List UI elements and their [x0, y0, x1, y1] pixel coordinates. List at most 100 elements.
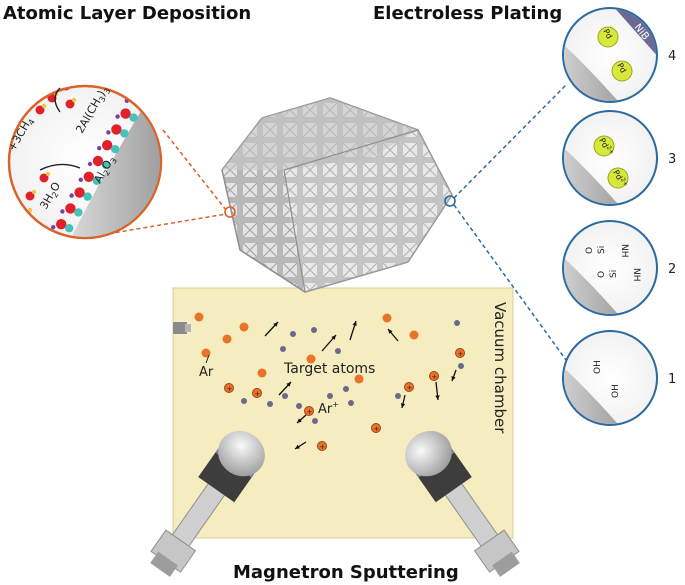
ion-plus: + [407, 384, 413, 392]
o-atom [92, 176, 102, 185]
ion-plus: + [374, 425, 380, 433]
target-atom [395, 393, 401, 399]
h-atom [68, 80, 72, 84]
magnetron-right [405, 430, 520, 577]
siloxane-o: O [585, 247, 595, 254]
precursor-atom [25, 191, 35, 201]
arrow-head [295, 444, 300, 449]
target-atom [312, 418, 318, 424]
ar-atom [201, 348, 211, 358]
al-atom [74, 187, 85, 198]
target-atom [290, 331, 296, 337]
arrow-head [331, 335, 336, 340]
pd2-label: Pd2+ [597, 136, 615, 157]
title-plating: Electroless Plating [373, 3, 562, 24]
target-atom [335, 348, 341, 354]
h-atom [45, 171, 51, 177]
pd-atom [597, 26, 619, 48]
c-atom [51, 225, 56, 230]
target-atom [327, 393, 333, 399]
gas-inlet-icon [173, 322, 191, 334]
ar-ion [404, 382, 414, 392]
ion-plus: + [227, 385, 233, 393]
pd2-label: Pd2+ [611, 168, 629, 189]
ion-plus: + [432, 373, 438, 381]
magnetron-left [150, 430, 265, 577]
pd2-ion [607, 167, 629, 189]
ar-ion [455, 348, 465, 358]
al-atom [111, 124, 122, 135]
amine-nh2: NH [631, 268, 641, 282]
pd-label: Pd [601, 28, 614, 41]
h-atom [71, 97, 77, 103]
pd2-ion [593, 135, 615, 157]
o-atom [56, 240, 64, 248]
ar-atom [257, 368, 267, 378]
ar-atom [354, 374, 364, 384]
ar-atom [409, 330, 419, 340]
c-atom [60, 209, 65, 214]
arrow-head [451, 376, 456, 381]
title-sputtering: Magnetron Sputtering [233, 562, 459, 583]
sputter-particles: + + + + + + + + [194, 312, 465, 451]
step-number: 2 [668, 262, 676, 277]
o-atom [83, 192, 92, 201]
ar-ion [252, 388, 262, 398]
target-atom [282, 393, 288, 399]
al-atom [92, 155, 104, 167]
c-atom [97, 146, 102, 151]
target-atom [348, 400, 354, 406]
c-atom [87, 161, 93, 167]
ar-ion [304, 406, 314, 416]
c-atom [78, 177, 84, 182]
precursor-atom [35, 105, 45, 115]
plating-marker [444, 195, 456, 207]
al-atom [83, 171, 95, 182]
al-atom [65, 203, 76, 214]
ar-pointer [205, 354, 210, 364]
al-atom [120, 108, 131, 119]
arrow-head [435, 395, 440, 400]
o-atom [147, 87, 157, 91]
arrow-head [273, 322, 278, 327]
target-atom [311, 327, 317, 333]
ald-al2o3: Al2O3 [91, 153, 119, 186]
title-ald: Atomic Layer Deposition [3, 3, 251, 24]
ar-ion [317, 441, 327, 451]
target-atom [454, 320, 460, 326]
ion-plus: + [255, 390, 261, 398]
target-atom [343, 386, 349, 392]
arrow-head [297, 418, 302, 423]
ald-marker [224, 206, 236, 218]
ar-label: Ar [199, 365, 214, 380]
plating-dash-bottom [453, 204, 567, 361]
ion-plus: + [320, 443, 326, 451]
h-atom [27, 207, 33, 213]
hydroxyl-oh: OH [593, 360, 603, 374]
c-atom [133, 87, 139, 88]
ion-plus: + [458, 350, 464, 358]
target-atom [280, 346, 286, 352]
target-atom [241, 398, 247, 404]
ar-atom [382, 313, 392, 323]
h-atom [31, 189, 37, 195]
o-atom [129, 113, 138, 122]
o-atom [111, 145, 120, 154]
amine-nh2: NH [619, 244, 629, 258]
ar-atom [239, 322, 249, 332]
lattice-structure [221, 97, 453, 293]
c-atom [42, 241, 46, 245]
precursor-atom [65, 99, 75, 109]
ion-plus: + [307, 408, 313, 416]
c-atom [106, 130, 111, 135]
arrow-head [286, 382, 291, 387]
ar-atom [222, 334, 232, 344]
pd-atom [611, 60, 633, 82]
target-atom [296, 403, 302, 409]
o-atom [65, 224, 74, 233]
al-atom [46, 234, 58, 237]
arrow-head [388, 329, 393, 334]
